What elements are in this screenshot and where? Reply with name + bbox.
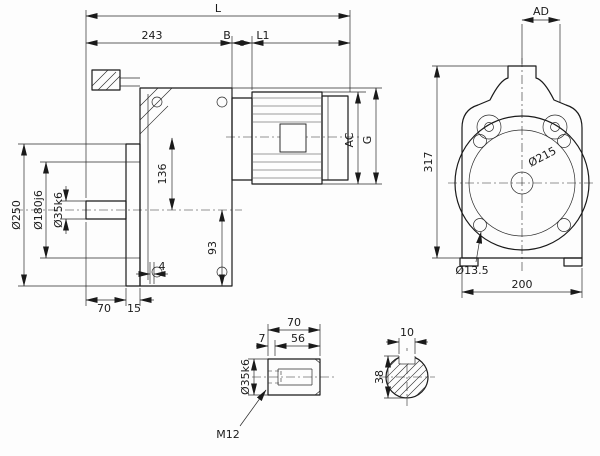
dia-35k6-side-label: Ø35k6: [52, 192, 65, 228]
dim-70-shaft-label: 70: [287, 316, 301, 329]
dia-35k6-shaft-label: Ø35k6: [239, 359, 252, 395]
shaft-chamfer-top: [314, 358, 321, 364]
shaft-center-hole: [510, 171, 534, 195]
front-foot-left: [459, 257, 479, 267]
front-view: Ø215: [448, 58, 596, 272]
dim-G-label: G: [361, 136, 374, 145]
dia-215-label: Ø215: [526, 144, 558, 169]
tapped-hole-hidden-lines: [268, 370, 282, 384]
motor-adapter: [231, 97, 253, 181]
front-view-dimensions: AD 317 Ø13.5 200: [422, 5, 583, 298]
dim-56-label: 56: [291, 332, 305, 345]
top-boss-left: [476, 114, 502, 140]
flange-hole-bottom-left: [473, 218, 487, 232]
dim-243-label: 243: [142, 29, 163, 42]
flange-spigot-circle: [468, 129, 576, 237]
dim-AD-label: AD: [533, 5, 549, 18]
dim-B-label: B: [223, 29, 231, 42]
side-view: [14, 69, 360, 287]
shaft-detail: 70 7 56 Ø35k6 M12: [216, 316, 334, 441]
shaft-detail-body: [267, 358, 321, 396]
flange-hole-top-left: [473, 134, 487, 148]
flange-hole-bottom-right: [557, 218, 571, 232]
m12-thread-label: M12: [216, 428, 240, 441]
dim-L1-label: L1: [256, 29, 269, 42]
dim-L-label: L: [215, 2, 222, 15]
dim-7-label: 7: [259, 332, 266, 345]
dim-200-label: 200: [512, 278, 533, 291]
output-flange: [125, 143, 141, 287]
dim-93-label: 93: [206, 241, 219, 255]
housing-bolt-top-left: [151, 96, 163, 108]
dim-4-label: 4: [159, 260, 166, 273]
dim-38-label: 38: [373, 370, 386, 384]
top-boss-right: [542, 114, 568, 140]
motor-nameplate: [279, 123, 307, 153]
dia-250-label: Ø250: [10, 200, 23, 230]
housing-section-hatch: [139, 87, 173, 135]
fan-cover: [321, 95, 349, 181]
motor-cooling-fins: [253, 97, 321, 179]
flange-outer-circle: [454, 115, 590, 251]
shaft-chamfer-bottom: [314, 390, 321, 396]
dim-15-label: 15: [127, 302, 141, 315]
housing-bolt-top-right: [216, 96, 228, 108]
key-cross-section: 10 38: [373, 326, 435, 406]
dim-136-label: 136: [156, 164, 169, 185]
front-foot-right: [563, 257, 583, 267]
dim-70-left-label: 70: [97, 302, 111, 315]
dim-317-label: 317: [422, 152, 435, 173]
dia-13-5-label: Ø13.5: [455, 264, 488, 277]
front-housing-outline: [461, 65, 583, 259]
gear-housing: [139, 87, 233, 287]
keyway-slot-clearout: [399, 351, 415, 364]
dim-10-label: 10: [400, 326, 414, 339]
side-view-dimensions: L 243 B L1 Ø250 Ø180j6 Ø35k6 136 93: [10, 2, 382, 315]
dia-180j6-label: Ø180j6: [32, 190, 45, 230]
dim-AC-label: AC: [343, 132, 356, 147]
top-left-boss-block: [91, 69, 140, 91]
flange-hole-top-right: [557, 134, 571, 148]
